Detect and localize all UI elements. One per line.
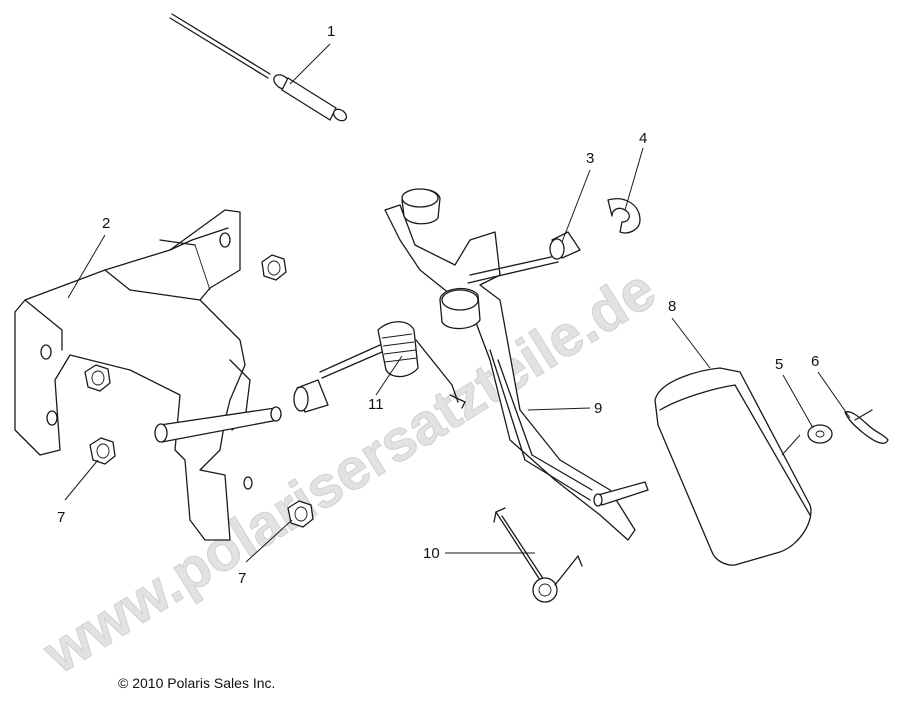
callout-7a: 7	[57, 509, 65, 526]
callout-2: 2	[102, 215, 110, 232]
nut-lower	[89, 437, 116, 465]
callout-7b: 7	[238, 570, 246, 587]
part-11-spring	[319, 321, 466, 409]
callouts: 1 2 3 4 5 6 7 7 8 9 10 11	[57, 23, 819, 587]
callout-3: 3	[586, 150, 594, 167]
callout-10: 10	[423, 545, 440, 562]
pivot-shaft	[154, 406, 282, 443]
callout-5: 5	[775, 356, 783, 373]
callout-11: 11	[368, 396, 384, 413]
callout-1: 1	[327, 23, 335, 40]
callout-6: 6	[811, 353, 819, 370]
part-1-cable	[169, 13, 348, 122]
part-4-clip	[607, 198, 641, 234]
part-6-hairpin	[844, 409, 889, 444]
nut-middle	[84, 364, 111, 392]
part-9-pedal	[384, 188, 649, 541]
nut-upper	[261, 254, 287, 281]
part-10-spring	[493, 507, 583, 603]
part-2-bracket	[14, 209, 253, 541]
part-3-bushing	[549, 231, 581, 260]
nut-bottom	[287, 500, 314, 528]
callout-9: 9	[594, 400, 602, 417]
callout-8: 8	[668, 298, 676, 315]
part-8-pad	[654, 367, 812, 566]
leaders	[64, 43, 851, 563]
bushing-left	[293, 379, 329, 413]
copyright-text: © 2010 Polaris Sales Inc.	[118, 675, 275, 691]
part-5-washer	[807, 424, 833, 444]
callout-4: 4	[639, 130, 647, 147]
